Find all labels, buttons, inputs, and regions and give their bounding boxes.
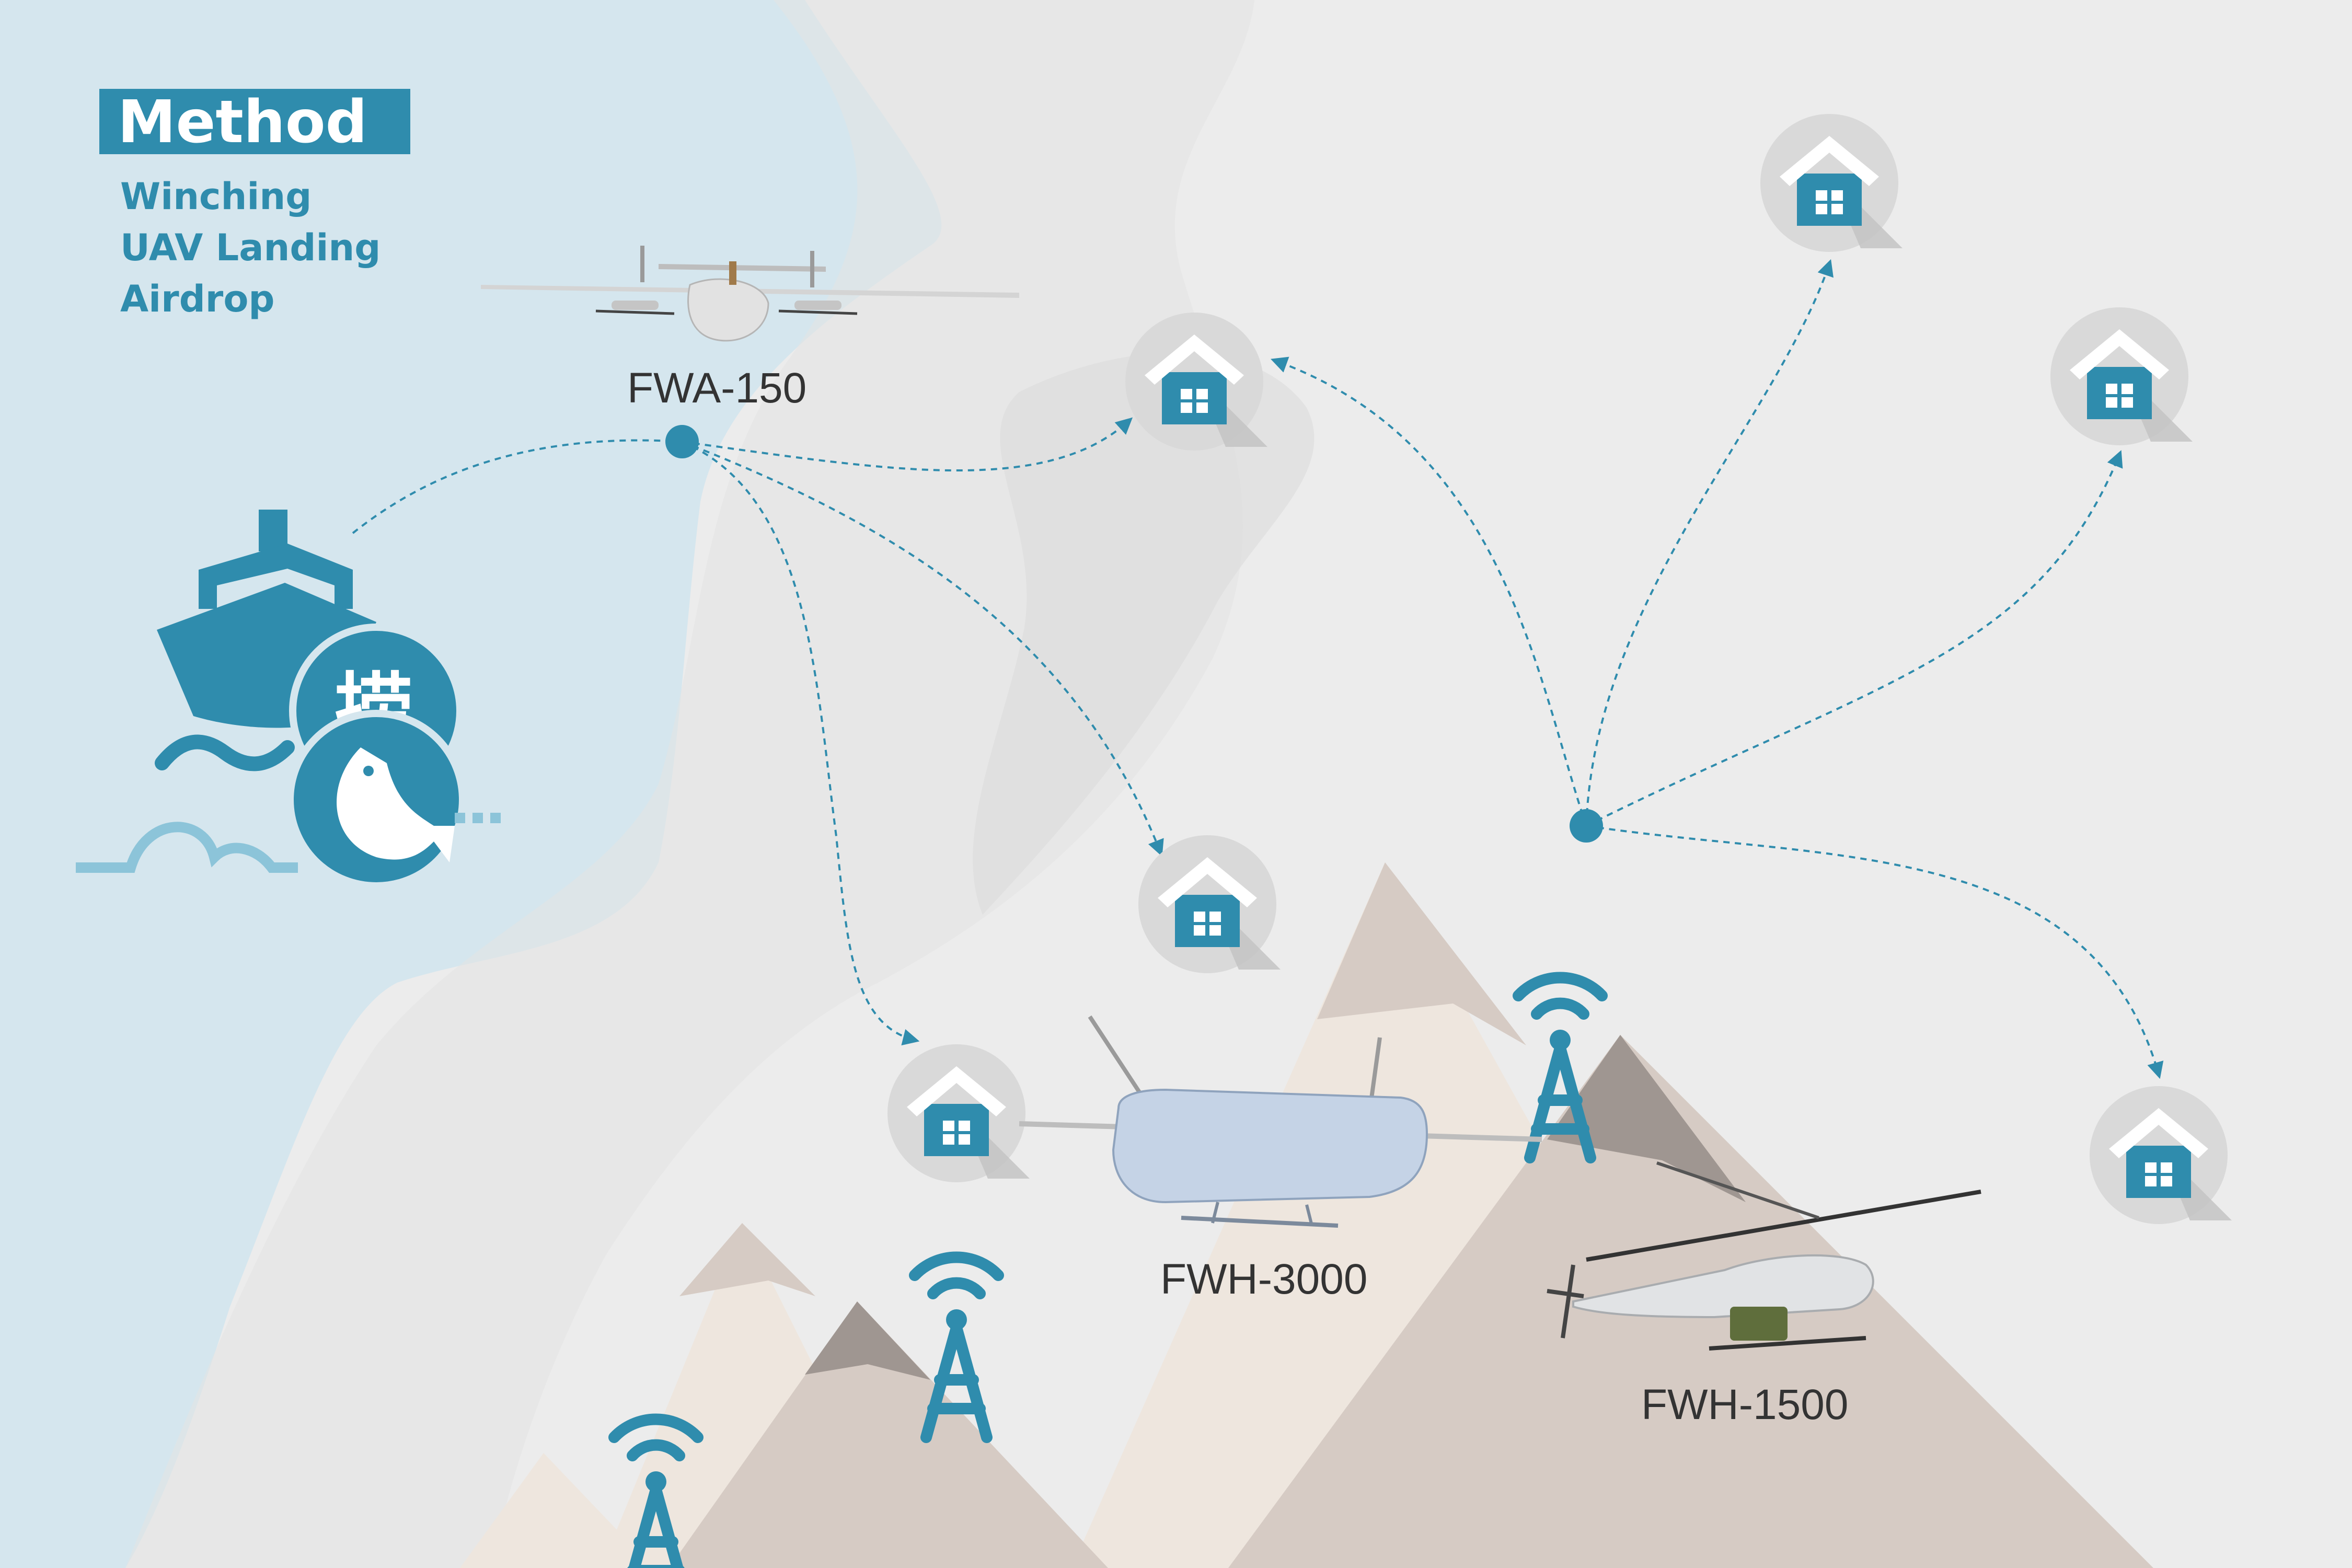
fish-icon (286, 710, 466, 890)
fwh-1500-label: FWH-1500 (1641, 1381, 1848, 1428)
land-shade (125, 0, 1254, 1568)
method-item-winching: Winching (120, 175, 312, 218)
method-title-box (99, 89, 410, 154)
land-shade-2 (973, 352, 1315, 915)
fwa-150-drone-icon (481, 246, 1019, 342)
hub-node-fwa (665, 425, 699, 458)
method-item-uav-landing: UAV Landing (120, 226, 381, 269)
sea-area (0, 0, 942, 1568)
route-lines (352, 259, 2164, 1079)
method-item-airdrop: Airdrop (120, 278, 275, 320)
hub-node-fwh (1570, 809, 1603, 843)
cloud-decor (76, 813, 502, 873)
fwh-3000-helicopter-icon (1019, 1015, 1542, 1228)
fwh-3000-label: FWH-3000 (1160, 1255, 1367, 1303)
fwa-150-label: FWA-150 (627, 364, 806, 412)
method-title: Method (118, 88, 367, 156)
fwh-1500-helicopter-icon (1547, 1161, 1981, 1351)
